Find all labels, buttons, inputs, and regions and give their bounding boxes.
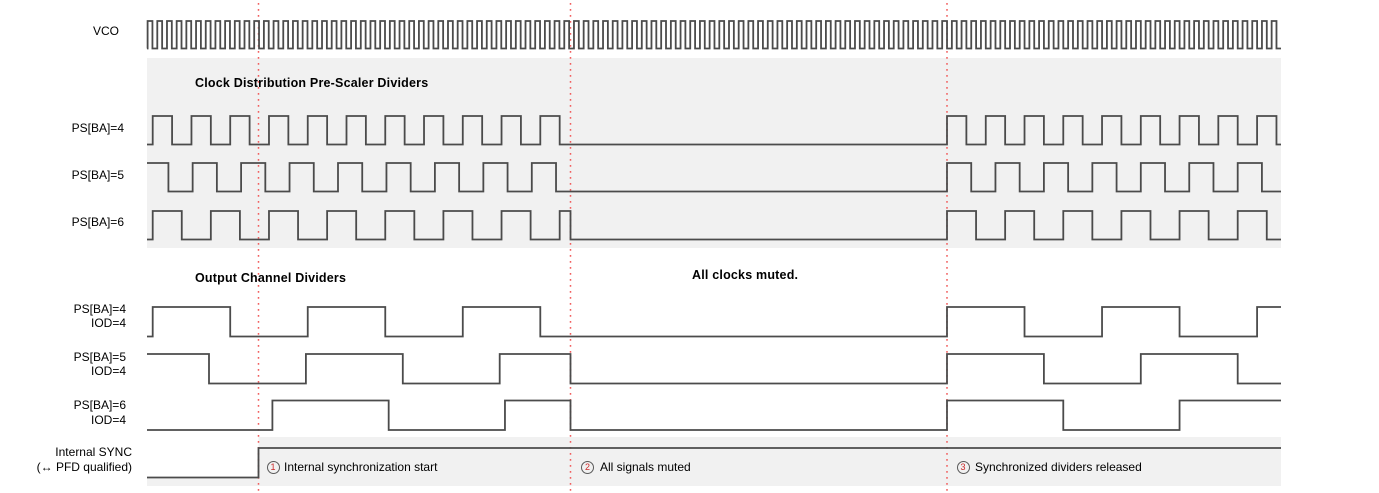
sync-pre-event-area [147,437,259,478]
signal-label-line: IOD=4 [90,364,126,378]
signal-label-vco: VCO [0,24,119,39]
output-section-title: Output Channel Dividers [195,271,347,285]
signal-label-line: PS[BA]=4 [71,120,124,135]
signal-label-line: (↔ PFD qualified) [36,459,132,474]
annotation-text-3: Synchronized dividers released [975,460,1142,474]
waveform-vco [146,20,1281,50]
signal-label-line: PS[BA]=5 [71,167,124,182]
signal-label-line: PS[BA]=5 [73,349,126,364]
annotation-number-badge-3: 3 [956,460,970,474]
waveform-out6 [147,399,1281,431]
all-clocks-muted-label: All clocks muted. [692,268,799,282]
prescaler-section-title: Clock Distribution Pre-Scaler Dividers [195,76,429,90]
signal-label-ps5: PS[BA]=5 [0,168,124,183]
annotation-band [147,437,1281,486]
signal-label-line: IOD=4 [90,316,126,330]
signal-label-ps4: PS[BA]=4 [0,121,124,136]
waveform-ps5 [147,162,1281,193]
waveform-out4 [147,306,1281,338]
signal-label-line: IOD=4 [90,412,126,427]
signal-label-ps6: PS[BA]=6 [0,215,124,230]
waveform-sync [147,447,1281,479]
signal-label-sync: Internal SYNC(↔ PFD qualified) [1,445,132,474]
signal-label-line: Internal SYNC [55,445,132,459]
annotation-text-1: Internal synchronization start [284,460,438,474]
annotation-text-2: All signals muted [600,460,691,474]
signal-label-line: PS[BA]=4 [73,301,126,316]
annotation-number-badge-1: 1 [266,460,280,474]
waveform-ps4 [147,115,1281,146]
waveform-ps6 [147,210,1281,241]
annotation-number-badge-2: 2 [581,460,594,474]
signal-label-line: VCO [92,23,119,38]
signal-label-line: PS[BA]=6 [73,398,126,412]
waveform-out5 [147,353,1281,385]
signal-label-line: PS[BA]=6 [71,214,124,229]
